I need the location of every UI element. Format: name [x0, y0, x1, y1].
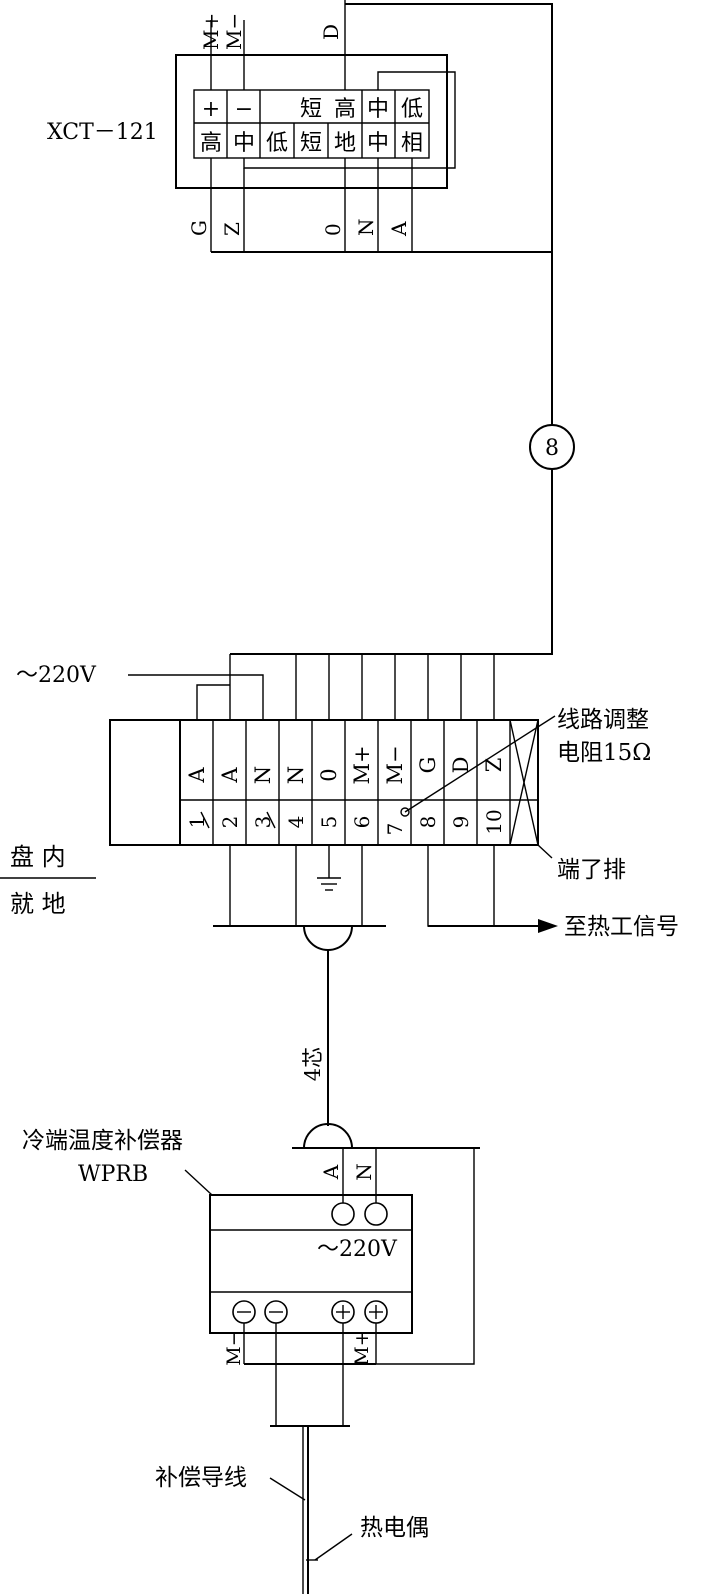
main-cable: 8	[211, 3, 575, 720]
xct-top-terminal-label: M+	[199, 13, 223, 50]
thermocouple-label: 热电偶	[360, 1515, 429, 1541]
thermocouple-wiring: 补偿导线 热电偶	[155, 1426, 429, 1594]
compensator-name-line2: WPRB	[78, 1162, 148, 1187]
zone-local-label: 就 地	[10, 890, 66, 918]
supply-label: ～220V	[16, 663, 97, 688]
xct-panel-label: 高	[334, 97, 356, 122]
supply-wiring: ～220V	[16, 663, 264, 720]
compensator-signal-terminal-label: M−	[223, 1330, 245, 1365]
xct-panel-label: 高	[200, 131, 222, 156]
terminal-number-label: 8	[416, 816, 440, 829]
xct-panel-label: 低	[401, 97, 423, 122]
xct-bottom-terminal-label: A	[387, 221, 411, 237]
xct-panel-label: 相	[401, 131, 423, 156]
terminal-signal-label: A	[185, 767, 209, 784]
compensator-signal-terminal-label: M+	[351, 1330, 373, 1365]
xct-panel-label: 中	[233, 131, 255, 156]
terminal-number-label: 4	[284, 816, 308, 829]
xct-panel-label: −	[235, 97, 253, 122]
compensator-supply-label: ～220V	[317, 1237, 398, 1262]
terminal-signal-label: M−	[383, 745, 407, 784]
terminal-block-name: 端了排	[557, 857, 626, 883]
resistor-note-line1: 线路调整	[557, 707, 649, 733]
lower-block-wiring: 至热工信号	[213, 845, 679, 940]
terminal-block: A A N N 0 M+ M− G D Z 1 2 3 4 5 6 7 8 9 …	[109, 707, 651, 883]
terminal-signal-label: 0	[317, 768, 341, 781]
xct-bottom-terminal-label: N	[354, 219, 378, 237]
cable-number-label: 8	[545, 436, 559, 461]
compensator-power-terminal	[331, 1202, 355, 1226]
terminal-number-label: 2	[218, 816, 242, 829]
resistor-note-line2: 电阻15Ω	[557, 740, 651, 766]
xct-body	[175, 54, 448, 189]
to-signal-arrow	[538, 919, 558, 933]
xct-bottom-terminal-label: G	[187, 220, 211, 236]
conduit-top-entry	[303, 925, 353, 951]
terminal-number-label: 5	[317, 816, 341, 829]
terminal-signal-label: D	[449, 757, 473, 774]
terminal-number-label: 9	[449, 816, 473, 829]
terminal-signal-label: Z	[482, 758, 506, 773]
xct-top-terminal-label: D	[319, 24, 343, 40]
conduit-bottom-entry	[303, 1123, 353, 1149]
xct-panel-label: 中	[367, 131, 389, 156]
xct-bottom-terminal-label: 0	[321, 223, 345, 236]
terminal-number-label: 7	[383, 823, 407, 836]
conduit-4-core: 4芯	[292, 925, 480, 1149]
terminal-number-label: 1	[185, 816, 209, 829]
to-signal-label: 至热工信号	[564, 914, 679, 940]
conduit-cores-label: 4芯	[301, 1047, 325, 1081]
zone-boundary: 盘 内 就 地	[0, 843, 96, 918]
compensator-power-terminal	[364, 1202, 388, 1226]
zone-inside-label: 盘 内	[10, 843, 66, 871]
xct-top-terminal-label: M−	[222, 13, 246, 50]
compensator-power-terminal-label: A	[319, 1164, 343, 1180]
xct-bottom-terminal-label: Z	[220, 222, 244, 236]
terminal-signal-label: A	[218, 767, 242, 784]
xct-instrument: + − 短 高 中 低 高 中 低 短 地 中 相 XCT－121 M+ M− …	[47, 0, 456, 252]
xct-panel-label: 短	[300, 131, 322, 156]
terminal-block-frame	[109, 719, 539, 846]
xct-panel-label: 短	[300, 97, 322, 122]
terminal-number-label: 6	[350, 816, 374, 829]
compensator-name-line1: 冷端温度补偿器	[22, 1128, 183, 1154]
compensator-power-terminal-label: N	[352, 1163, 376, 1181]
cold-junction-compensator: 冷端温度补偿器 WPRB A N ～220V M− M+	[22, 1128, 475, 1427]
compensating-wire-label: 补偿导线	[155, 1465, 247, 1491]
xct-panel-label: 地	[334, 131, 356, 156]
terminal-signal-label: G	[416, 757, 440, 774]
terminal-number-label: 10	[482, 809, 506, 834]
xct-panel-label: 中	[367, 97, 389, 122]
terminal-signal-label: M+	[350, 745, 374, 784]
xct-panel-label: 低	[266, 131, 288, 156]
terminal-number-label: 3	[251, 816, 275, 829]
xct-terminal-panel	[193, 89, 430, 159]
xct-model-label: XCT－121	[47, 120, 158, 145]
xct-panel-label: +	[202, 97, 220, 122]
terminal-signal-label: N	[251, 766, 275, 784]
terminal-signal-label: N	[284, 766, 308, 784]
